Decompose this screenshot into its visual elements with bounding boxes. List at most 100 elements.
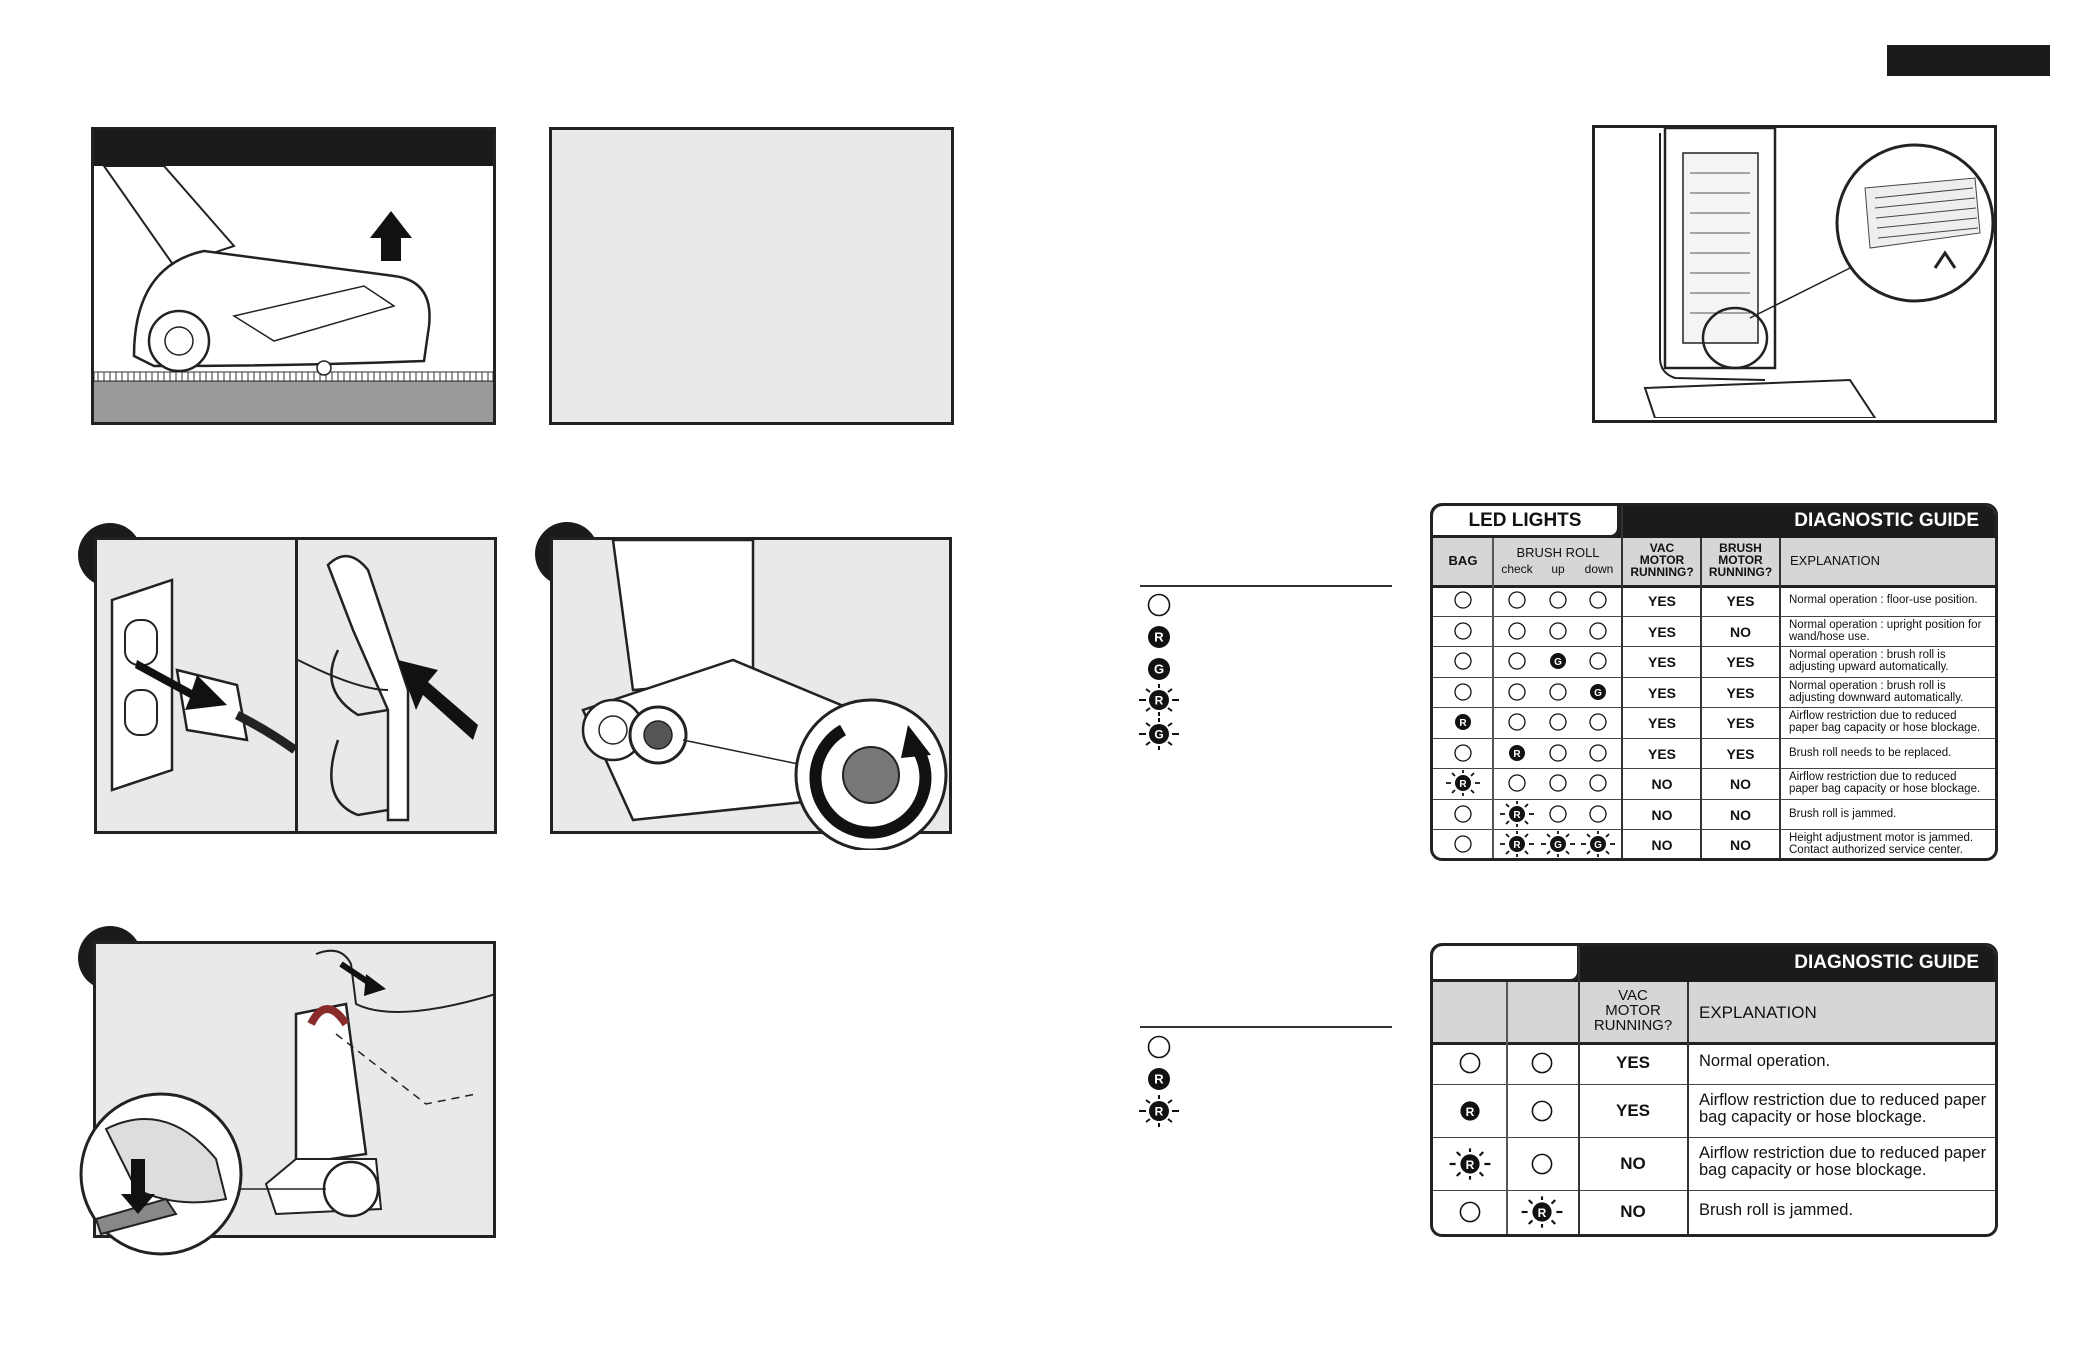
svg-text:R: R [1513,749,1521,760]
illustration-unplug [94,537,497,834]
svg-text:G: G [1594,840,1602,851]
legend-rule-2 [1140,1026,1392,1028]
led-off-icon [1454,683,1472,701]
svg-text:R: R [1538,1206,1547,1220]
illustration-lift-base [91,127,496,425]
svg-text:G: G [1154,662,1164,677]
led-off-icon [1531,1100,1553,1121]
svg-text:G: G [1154,728,1163,742]
table-tab-label: LED LIGHTS [1433,506,1620,538]
vac-motor-value: YES [1647,654,1676,670]
illustration-bag-compartment [1592,125,1997,423]
col-bag: BAG [1448,553,1478,568]
explanation-text: Brush roll is jammed. [1699,1201,1854,1219]
table-row: YES Normal operation. [1433,1042,1995,1085]
led-green-flashing-icon: G [1139,718,1179,750]
led-red-flashing-icon: R [1446,770,1480,797]
column-header-row: VAC MOTOR RUNNING? EXPLANATION [1433,982,1995,1045]
panel-divider [295,540,298,831]
led-green-flashing-icon: G [1541,831,1575,858]
vac-motor-value: YES [1647,715,1676,731]
col-brush-motor: BRUSH MOTOR RUNNING? [1708,541,1773,579]
explanation-text: Brush roll is jammed. [1789,807,1897,820]
illustration-recline-vacuum [79,941,496,1256]
led-off-icon [1454,805,1472,823]
explanation-text: Airflow restriction due to reduced paper… [1699,1143,1987,1179]
led-off-icon [1147,593,1171,617]
led-red-icon: R [1509,744,1525,761]
svg-text:R: R [1459,718,1467,729]
led-green-icon: G [1550,653,1566,670]
diagnostic-guide-table-2: DIAGNOSTIC GUIDE VAC MOTOR RUNNING? EXPL… [1430,943,1998,1237]
col-divider [1687,982,1689,1234]
table-title: DIAGNOSTIC GUIDE [1794,510,1979,531]
svg-text:G: G [1554,840,1562,851]
col-explanation: EXPLANATION [1790,553,1881,568]
led-off-icon [1589,774,1607,792]
led-off-icon [1589,805,1607,823]
vac-motor-value: YES [1647,623,1676,640]
led-red-flashing-icon: R [1500,831,1534,858]
led-off-icon [1589,744,1607,762]
led-off-icon [1508,591,1526,609]
foot-pedal-icon [79,1092,243,1256]
led-red-icon: R [1455,714,1471,731]
led-off-icon [1147,1035,1171,1059]
explanation-text: Normal operation : floor-use position. [1789,594,1978,606]
led-off-icon [1508,652,1526,670]
led-off-icon [1508,622,1526,640]
brush-motor-value: NO [1730,837,1751,853]
led-green-icon: G [1590,683,1606,700]
led-red-flashing-icon: R [1449,1147,1491,1180]
brush-motor-value: YES [1726,715,1755,731]
led-off-icon [1549,622,1567,640]
vac-motor-value: YES [1615,1100,1651,1120]
col-explanation: EXPLANATION [1699,1003,1817,1022]
vac-motor-value: NO [1620,1202,1646,1221]
led-off-icon [1549,805,1567,823]
vac-motor-value: YES [1647,684,1676,701]
table-row: G YES YES Normal operation : brush roll is … [1433,646,1995,678]
col-divider [1492,538,1494,858]
col-up: up [1551,562,1565,576]
led-green-icon: G [1148,658,1170,680]
led-off-icon [1454,652,1472,670]
svg-text:R: R [1155,694,1164,708]
led-off-icon [1459,1052,1481,1074]
explanation-text: Normal operation : brush roll is adjusti… [1789,649,1949,674]
led-off-icon [1508,774,1526,792]
brush-motor-value: NO [1730,776,1751,792]
brush-motor-value: NO [1730,806,1751,823]
led-red-flashing-icon: R [1521,1196,1563,1228]
led-off-icon [1589,652,1607,670]
col-vac-motor: VAC MOTOR RUNNING? [1630,541,1694,579]
led-off-icon [1589,713,1607,731]
led-off-icon [1549,591,1567,609]
panel-header-bar [94,130,493,166]
wall-outlet-plug-icon [110,578,295,792]
brush-motor-value: YES [1726,654,1755,670]
vacuum-base-icon [94,166,493,422]
explanation-text: Normal operation. [1699,1052,1831,1070]
led-off-icon [1454,835,1472,853]
vac-motor-value: YES [1615,1053,1651,1072]
table-title: DIAGNOSTIC GUIDE [1794,952,1979,973]
vac-motor-value: YES [1647,593,1676,609]
legend-rule-1 [1140,585,1392,587]
col-check: check [1501,562,1533,576]
led-off-icon [1549,744,1567,762]
svg-text:G: G [1554,657,1562,668]
led-off-icon [1531,1052,1553,1074]
led-red-flashing-icon: R [1500,800,1534,827]
table-body: YES YES Normal operation : floor-use posit… [1433,585,1995,858]
explanation-text: Normal operation : brush roll is adjusti… [1789,679,1964,704]
explanation-text: Airflow restriction due to reduced paper… [1699,1090,1987,1126]
table-body: YES Normal operation. R YES Airflow restrict… [1433,1042,1995,1234]
